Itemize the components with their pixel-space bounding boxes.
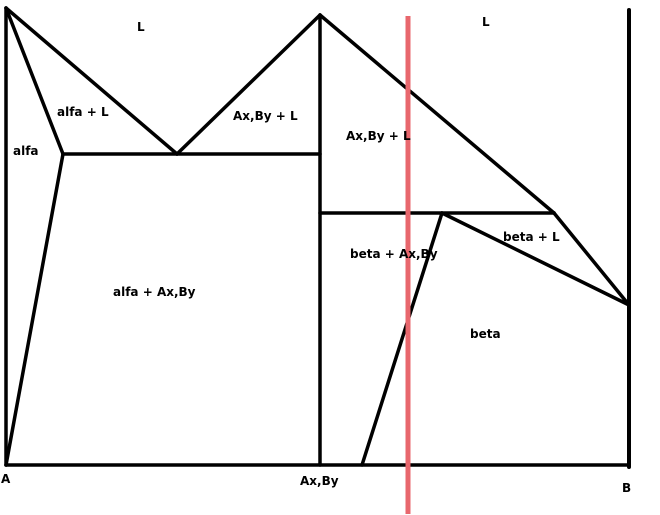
region-label-liquid-left: L — [137, 20, 145, 34]
region-label-alfa-plus-liquid: alfa + L — [57, 105, 109, 119]
alfa-solidus-line — [4, 6, 65, 156]
axis-label-a: A — [1, 472, 11, 486]
alfa-solvus-line — [4, 152, 65, 467]
liquidus-eutectic-to-compound-line — [175, 13, 322, 156]
region-label-compound-plus-liquid-left: Ax,By + L — [233, 109, 298, 123]
axis-label-compound: Ax,By — [300, 474, 339, 488]
beta-solvus-line — [360, 211, 444, 467]
region-label-beta: beta — [470, 327, 501, 341]
beta-solidus-line — [440, 211, 631, 307]
region-label-alfa-plus-compound: alfa + Ax,By — [113, 285, 196, 299]
liquidus-compound-to-peritectic-line — [318, 13, 556, 215]
region-label-compound-plus-liquid-right: Ax,By + L — [346, 129, 411, 143]
region-label-liquid-right: L — [482, 15, 490, 29]
liquidus-peritectic-to-b-line — [552, 211, 631, 307]
axis-label-b: B — [622, 481, 631, 495]
region-label-alfa: alfa — [13, 144, 39, 158]
region-label-beta-plus-compound: beta + Ax,By — [350, 247, 438, 261]
region-label-beta-plus-liquid: beta + L — [503, 230, 560, 244]
liquidus-a-to-eutectic-line — [4, 6, 179, 156]
